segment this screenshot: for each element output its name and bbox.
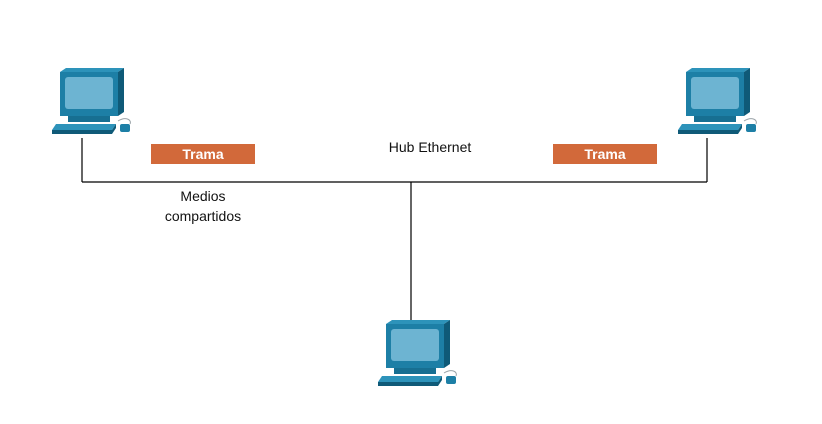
link-lines — [81, 138, 708, 320]
desktop-computer-icon — [677, 67, 757, 135]
shared-media-label-line1: Medios — [180, 188, 226, 204]
desktop-computer-icon — [51, 67, 131, 135]
desktop-computer-icon — [377, 319, 457, 387]
frame-left: Trama — [151, 144, 255, 164]
hub-label: Hub Ethernet — [388, 139, 472, 155]
frame-right: Trama — [553, 144, 657, 164]
shared-media-label-line2: compartidos — [164, 208, 242, 224]
